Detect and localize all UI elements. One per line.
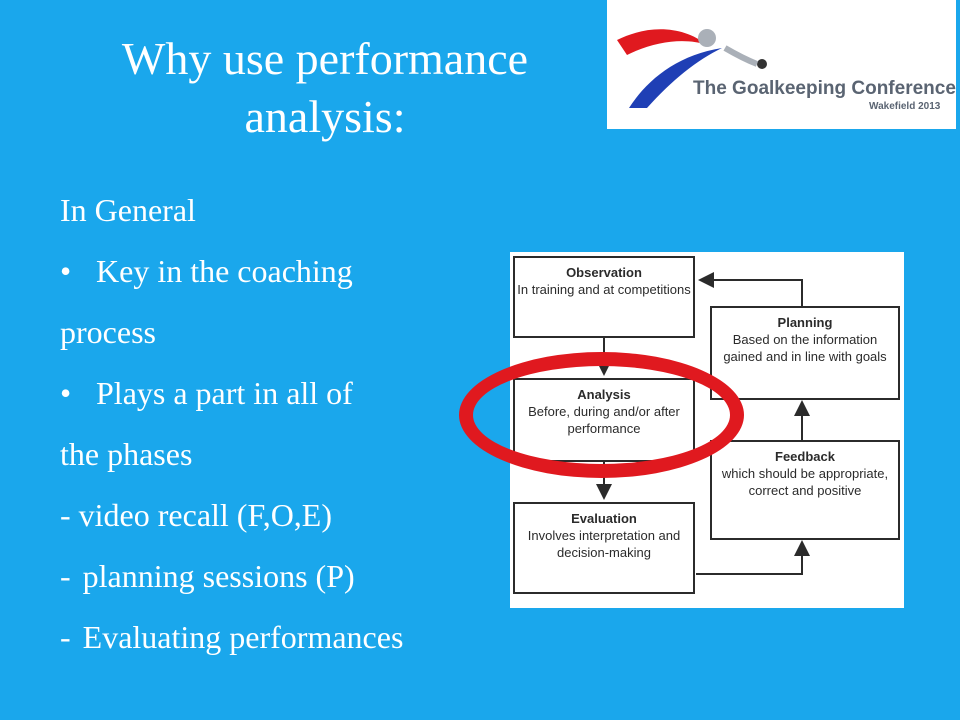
sub-item-2-dash: - <box>60 558 71 594</box>
feedback-desc: which should be appropriate, correct and… <box>721 466 889 498</box>
evaluation-desc: Involves interpretation and decision-mak… <box>527 528 681 560</box>
title-line-1: Why use performance <box>121 33 529 84</box>
bullet-2: • Plays a part in all of <box>60 363 530 424</box>
sub-item-3: -Evaluating performances <box>60 607 530 668</box>
bullet-dot-icon: • <box>60 375 72 411</box>
logo-sub: Wakefield 2013 <box>869 101 941 112</box>
bullet-2-cont: the phases <box>60 436 193 472</box>
logo-figure-icon <box>617 29 767 108</box>
observation-box: Observation In training and at competiti… <box>513 256 695 338</box>
planning-desc: Based on the information gained and in l… <box>723 332 887 364</box>
slide-title: Why use performance analysis: <box>60 30 590 146</box>
title-line-2: analysis: <box>244 91 406 142</box>
bullet-1-text: Key in the coaching <box>96 253 353 289</box>
sub-item-3-dash: - <box>60 619 71 655</box>
planning-box: Planning Based on the information gained… <box>710 306 900 400</box>
sub-item-2: -planning sessions (P) <box>60 546 530 607</box>
observation-desc: In training and at competitions <box>517 282 691 297</box>
heading-general: In General <box>60 192 196 228</box>
feedback-box: Feedback which should be appropriate, co… <box>710 440 900 540</box>
bullet-dot-icon: • <box>60 253 72 289</box>
feedback-title: Feedback <box>775 449 835 464</box>
body-text: In General •Key in the coaching process … <box>60 180 530 668</box>
analysis-highlight-ring <box>459 352 744 478</box>
evaluation-title: Evaluation <box>571 511 637 526</box>
sub-item-2-text: planning sessions (P) <box>82 558 355 594</box>
bullet-1-cont: process <box>60 314 156 350</box>
bullet-2-text: Plays a part in all of <box>96 375 353 411</box>
evaluation-box: Evaluation Involves interpretation and d… <box>513 502 695 594</box>
logo-name: The Goalkeeping Conference <box>693 78 956 99</box>
observation-title: Observation <box>566 265 642 280</box>
diagram-arrows <box>596 272 810 575</box>
sub-item-3-text: Evaluating performances <box>82 619 404 655</box>
planning-title: Planning <box>777 315 833 330</box>
bullet-1: • Key in the coaching <box>60 241 530 302</box>
sub-item-1: - video recall (F,O,E) <box>60 497 332 533</box>
conference-logo: The Goalkeeping Conference Wakefield 201… <box>607 0 956 129</box>
